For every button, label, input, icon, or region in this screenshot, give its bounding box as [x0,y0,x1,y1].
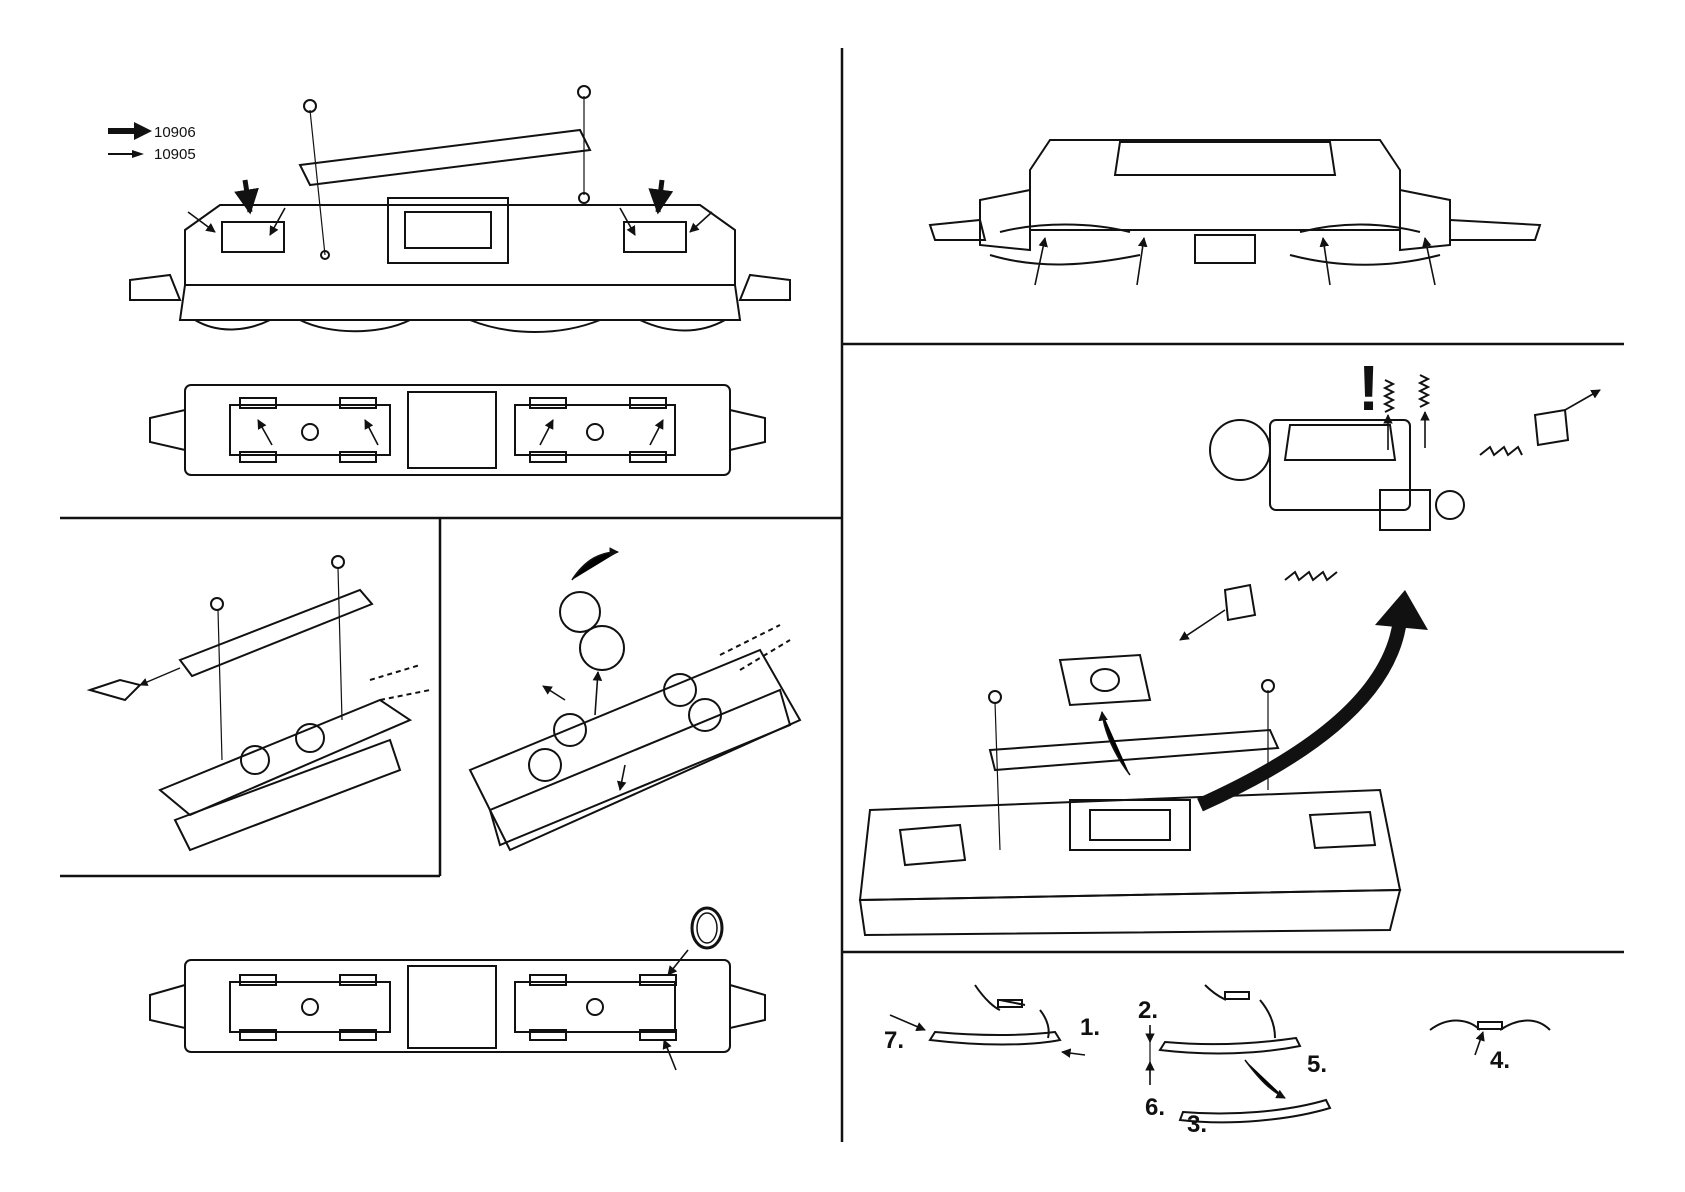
legend-code-10906: 10906 [154,124,196,141]
step-6-label: 6. [1145,1094,1165,1121]
step-2-label: 2. [1138,997,1158,1024]
warning-mark: ! [1358,352,1379,424]
thin-arrow-icon [543,552,625,790]
step-5-label: 5. [1307,1051,1327,1078]
motor-removal-figure [860,375,1568,935]
bold-arrow-icon [108,122,152,140]
legend-code-10905: 10905 [154,146,196,163]
arrow-legend: 10906 10905 [108,122,196,163]
step-3-label: 3. [1187,1111,1207,1138]
step-7-label: 7. [884,1027,904,1054]
bogie-wheel-removal-figure [470,592,800,850]
loco-side-pickup-figure [930,140,1540,265]
bold-arrow-icon [245,180,662,212]
thin-arrow-icon [108,150,144,158]
loco-side-view-figure [130,86,790,332]
loco-bottom-traction-tyre-figure [150,908,765,1052]
panel-dividers [60,48,1624,1142]
thin-arrow-icon [890,1015,1483,1098]
step-1-label: 1. [1080,1014,1100,1041]
pickup-shoe-steps-figure [930,985,1550,1122]
bogie-exploded-left-figure [90,556,430,850]
step-4-label: 4. [1490,1047,1510,1074]
loco-bottom-view-figure [150,385,765,475]
curved-bold-arrow-icon [1200,590,1428,805]
